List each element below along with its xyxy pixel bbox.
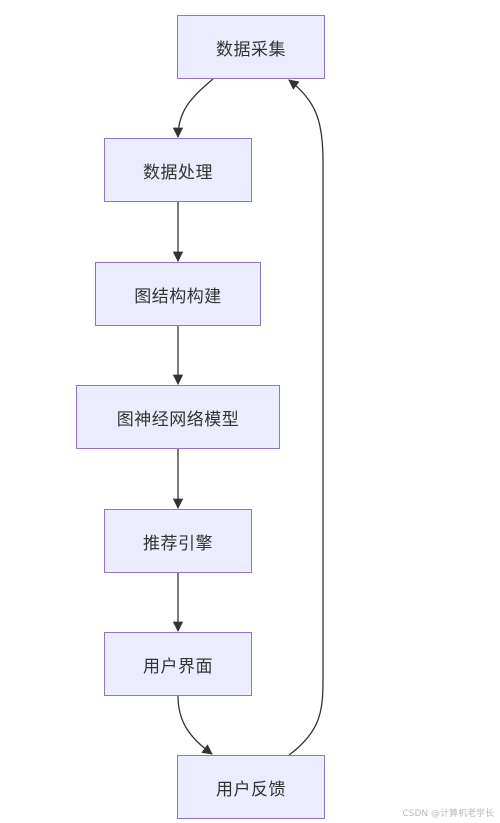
node-user-feedback[interactable]: 用户反馈 xyxy=(177,755,325,819)
node-data-processing[interactable]: 数据处理 xyxy=(104,138,252,202)
edge-n6-n7 xyxy=(177,695,213,755)
node-label: 数据采集 xyxy=(216,39,286,60)
node-label: 用户界面 xyxy=(143,656,213,677)
node-label: 数据处理 xyxy=(143,162,213,183)
node-graph-construction[interactable]: 图结构构建 xyxy=(95,262,261,326)
node-gnn-model[interactable]: 图神经网络模型 xyxy=(76,385,280,449)
node-label: 图神经网络模型 xyxy=(116,409,240,430)
node-label: 推荐引擎 xyxy=(143,533,213,554)
node-label: 用户反馈 xyxy=(216,779,286,800)
watermark: CSDN @计算机老学长 xyxy=(402,809,494,819)
edge-n7-n1 xyxy=(288,79,324,756)
node-user-interface[interactable]: 用户界面 xyxy=(104,632,252,696)
node-recommendation-engine[interactable]: 推荐引擎 xyxy=(104,509,252,573)
node-label: 图结构构建 xyxy=(134,286,222,307)
node-data-collection[interactable]: 数据采集 xyxy=(177,15,325,79)
edge-n1-n2 xyxy=(172,78,214,139)
